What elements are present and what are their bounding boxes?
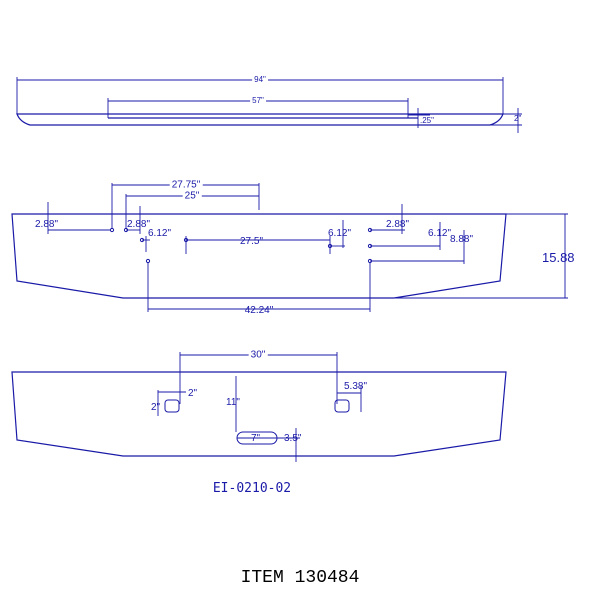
dim-275-label: 27.5" [240, 236, 263, 247]
dim-4224-label: 42.24" [245, 305, 274, 316]
dim-538-label: 5.38" [344, 381, 367, 392]
label-backing [250, 96, 267, 106]
dim-right-612-label: 6.12" [428, 228, 451, 239]
dim-35-label: 3.5" [284, 433, 302, 444]
dim-2-left-label: 2" [151, 402, 161, 413]
side-view: 94" 57" .25" 2" [16, 75, 522, 133]
dim-left-288-label: 2.88" [35, 219, 58, 230]
front-view: 27.75" 25" 2.88" 2.88" 6.12" 27.5" 6.12"… [11, 179, 575, 316]
dim-11-label: 11" [226, 397, 240, 408]
dim-7-label: 7" [251, 433, 261, 444]
label-backing [169, 179, 203, 191]
dim-25-label: 25" [185, 191, 200, 202]
label-backing [182, 190, 202, 202]
rear-slot-left [164, 399, 180, 413]
dim-1588-label: 15.88 [542, 250, 575, 265]
dim-2-right-label: 2" [188, 388, 198, 399]
rear-slot-right [334, 399, 350, 413]
label-backing [248, 349, 268, 361]
label-backing [252, 75, 269, 85]
dim-mid-612-label: 6.12" [328, 228, 351, 239]
part-code: EI-0210-02 [213, 481, 291, 496]
rear-profile [11, 371, 507, 457]
dim-inner-288-label: 2.88" [127, 219, 150, 230]
front-profile [11, 213, 507, 299]
dim-left-612-label: 6.12" [148, 228, 171, 239]
dim-2775-label: 27.75" [172, 180, 201, 191]
dim-94-label: 94" [254, 75, 266, 84]
dim-30-label: 30" [251, 350, 266, 361]
dim-025-label: .25" [420, 116, 434, 125]
dim-2-label: 2" [514, 114, 521, 123]
dim-right-288-label: 2.88" [386, 219, 409, 230]
dim-57-label: 57" [252, 96, 264, 105]
rear-view: 30" 2" 2" 11" 5.38" 7" 3.5" [11, 349, 507, 462]
dim-888-label: 8.88" [450, 234, 473, 245]
item-label: ITEM 130484 [241, 568, 360, 588]
